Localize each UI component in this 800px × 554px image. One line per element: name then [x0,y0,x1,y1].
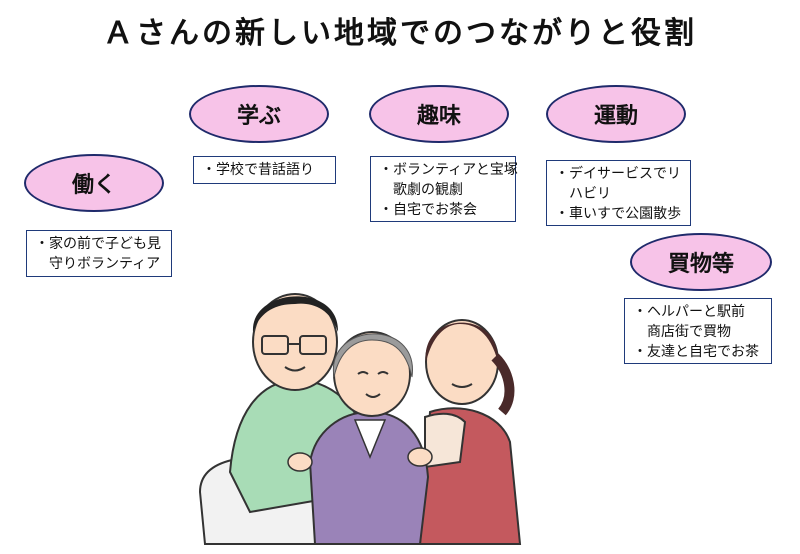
category-shumi-box: ・ボランティアと宝塚 歌劇の観劇 ・自宅でお茶会 [370,156,518,222]
category-kaimono-label: 買物等 [667,252,734,277]
category-manabu-label: 学ぶ [236,104,281,129]
category-manabu-box: ・学校で昔話語り [193,156,336,184]
list-item: 歌劇の観劇 [379,182,463,198]
list-item: ・学校で昔話語り [202,162,314,178]
category-hataraku-oval: 働く [24,154,164,212]
list-item: 商店街で買物 [633,324,731,340]
category-undou-oval: 運動 [546,85,686,143]
list-item: 守りボランティア [35,256,161,272]
caregivers-illustration [198,293,522,545]
list-item: ・デイサービスでリ [555,166,681,182]
category-undou-label: 運動 [593,104,638,129]
category-kaimono-oval: 買物等 [630,233,772,291]
list-item: ・ヘルパーと駅前 [633,304,745,320]
list-item: ・友達と自宅でお茶 [633,344,759,360]
list-item: ハビリ [555,186,611,202]
list-item: ・自宅でお茶会 [379,202,477,218]
list-item: ・車いすで公園散歩 [555,206,682,222]
category-undou-box: ・デイサービスでリ ハビリ ・車いすで公園散歩 [546,160,691,226]
category-manabu-oval: 学ぶ [189,85,329,143]
category-hataraku-box: ・家の前で子ども見 守りボランティア [26,230,172,277]
category-shumi-oval: 趣味 [369,85,509,143]
category-hataraku-label: 働く [71,173,116,198]
category-shumi-label: 趣味 [416,104,461,129]
page-title: Ａさんの新しい地域でのつながりと役割 [103,16,697,51]
category-kaimono-box: ・ヘルパーと駅前 商店街で買物 ・友達と自宅でお茶 [624,298,772,364]
list-item: ・ボランティアと宝塚 [379,162,518,178]
list-item: ・家の前で子ども見 [35,236,161,252]
